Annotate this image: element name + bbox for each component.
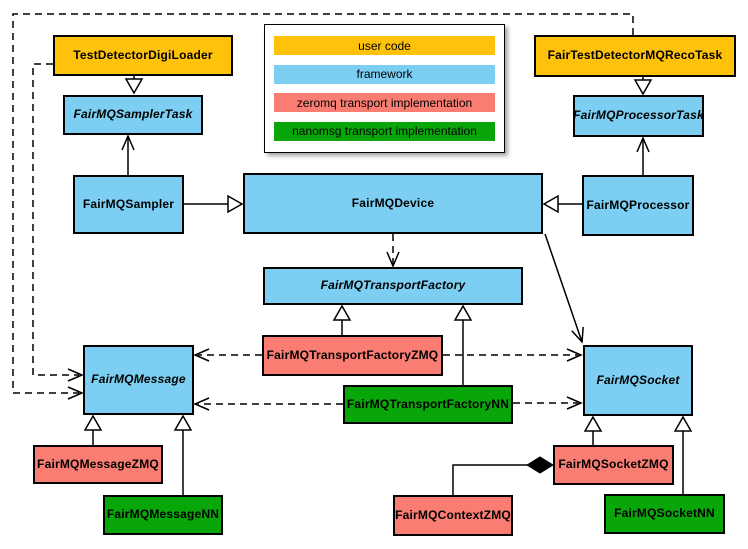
edge-factoryzmq-to-socket xyxy=(443,348,583,362)
edge-socketzmq-to-socket xyxy=(583,415,603,445)
legend-item-framework: framework xyxy=(274,64,495,84)
legend-item-zeromq: zeromq transport implementation xyxy=(274,93,495,113)
node-fair-test-detector-mq-reco-task: FairTestDetectorMQRecoTask xyxy=(534,35,736,77)
legend-item-nanomsg: nanomsg transport implementation xyxy=(274,121,495,141)
node-fairmq-device: FairMQDevice xyxy=(243,173,543,234)
node-fairmq-processor-task: FairMQProcessorTask xyxy=(573,95,704,137)
edge-digiloader-to-samplertask xyxy=(124,76,144,95)
edge-socketnn-to-socket xyxy=(673,415,693,494)
node-fairmq-message-nn: FairMQMessageNN xyxy=(103,495,223,535)
node-fairmq-processor: FairMQProcessor xyxy=(582,175,694,236)
edge-factorynn-to-socket xyxy=(513,396,583,410)
edge-socketzmq-contextzmq-composition xyxy=(452,456,554,495)
node-fairmq-sampler-task: FairMQSamplerTask xyxy=(63,95,203,135)
edge-recotask-to-message xyxy=(12,13,634,400)
node-fairmq-transport-factory-nn: FairMQTransportFactoryNN xyxy=(343,385,513,424)
node-fairmq-transport-factory: FairMQTransportFactory xyxy=(263,267,523,305)
edge-device-to-socket xyxy=(544,233,584,344)
edge-sampler-to-samplertask xyxy=(121,134,135,175)
edge-factorynn-to-factory xyxy=(453,304,473,385)
edge-digiloader-to-message xyxy=(32,63,84,382)
edge-factoryzmq-to-message xyxy=(193,348,262,362)
legend-item-user-code: user code xyxy=(274,36,495,55)
node-fairmq-socket: FairMQSocket xyxy=(583,345,693,416)
edge-messagenn-to-message xyxy=(173,414,193,495)
node-fairmq-socket-nn: FairMQSocketNN xyxy=(604,494,725,534)
node-fairmq-message: FairMQMessage xyxy=(83,345,194,415)
node-fairmq-socket-zmq: FairMQSocketZMQ xyxy=(553,445,674,485)
node-fairmq-transport-factory-zmq: FairMQTransportFactoryZMQ xyxy=(262,335,443,376)
edge-factoryzmq-to-factory xyxy=(332,304,352,335)
edge-processor-to-device xyxy=(542,194,582,214)
edge-messagezmq-to-message xyxy=(83,414,103,445)
node-fairmq-message-zmq: FairMQMessageZMQ xyxy=(33,445,163,484)
node-fairmq-context-zmq: FairMQContextZMQ xyxy=(393,495,513,536)
node-test-detector-digi-loader: TestDetectorDigiLoader xyxy=(53,35,233,76)
edge-device-to-factory xyxy=(386,234,400,268)
edge-recotask-to-processortask xyxy=(633,77,653,96)
edge-sampler-to-device xyxy=(184,194,244,214)
edge-factorynn-to-message xyxy=(193,397,343,411)
edge-processor-to-processortask xyxy=(636,136,650,175)
legend: user code framework zeromq transport imp… xyxy=(264,24,505,153)
node-fairmq-sampler: FairMQSampler xyxy=(73,175,184,234)
